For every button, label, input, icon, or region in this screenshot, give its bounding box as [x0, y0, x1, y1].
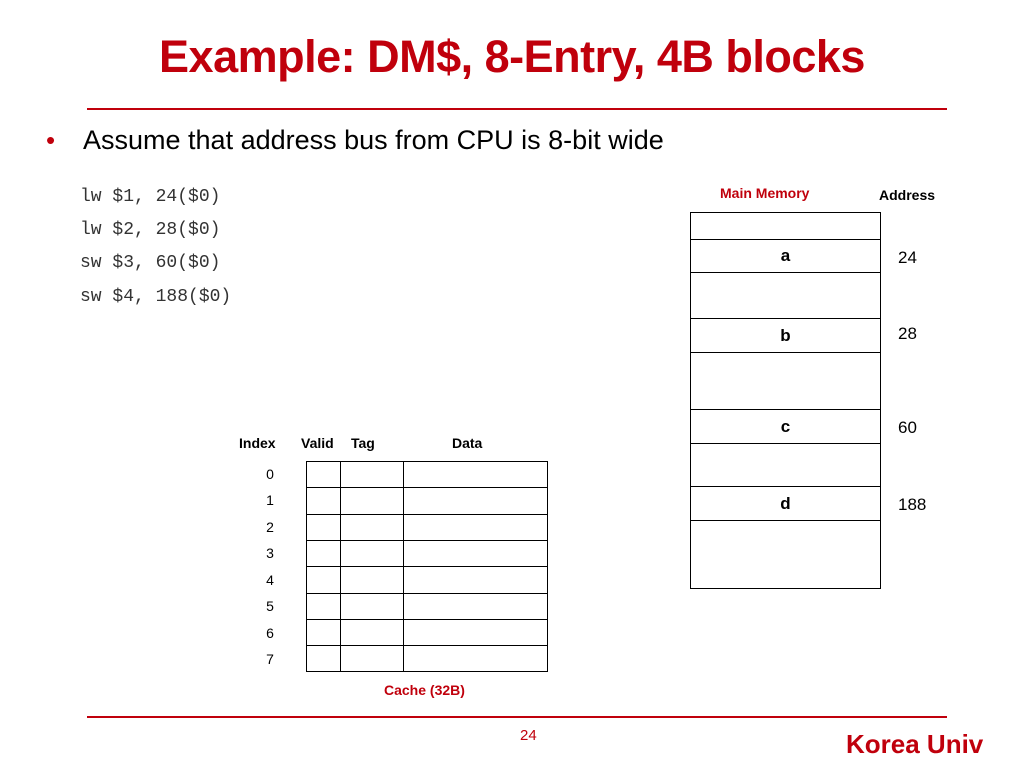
- cache-valid-cell: [306, 619, 341, 646]
- memory-block-b: b: [690, 318, 881, 353]
- cache-valid-cell: [306, 461, 341, 488]
- cache-index-label: 1: [266, 492, 274, 508]
- cache-tag-cell: [340, 619, 404, 646]
- code-line: sw $4, 188($0): [80, 287, 232, 307]
- cache-data-cell: [403, 593, 548, 620]
- cache-valid-cell: [306, 487, 341, 515]
- cache-data-cell: [403, 619, 548, 646]
- cache-tag-cell: [340, 645, 404, 672]
- cache-index-label: 3: [266, 545, 274, 561]
- cache-data-cell: [403, 487, 548, 515]
- bullet-text: Assume that address bus from CPU is 8-bi…: [83, 125, 664, 155]
- cache-tag-cell: [340, 566, 404, 594]
- cache-data-cell: [403, 566, 548, 594]
- cache-caption: Cache (32B): [384, 682, 465, 698]
- memory-block-c: c: [690, 409, 881, 444]
- address-value: 60: [898, 418, 917, 437]
- cache-header-data: Data: [452, 435, 483, 451]
- footer-brand: Korea Univ: [846, 729, 984, 759]
- cache-valid-cell: [306, 645, 341, 672]
- memory-cell: [690, 443, 881, 487]
- memory-cell: [690, 352, 881, 410]
- cache-header-index: Index: [239, 435, 276, 451]
- cache-data-cell: [403, 514, 548, 541]
- main-memory-label: Main Memory: [720, 185, 810, 201]
- cache-valid-cell: [306, 540, 341, 567]
- cache-valid-cell: [306, 593, 341, 620]
- code-line: sw $3, 60($0): [80, 253, 221, 273]
- cache-header-tag: Tag: [351, 435, 375, 451]
- cache-index-label: 4: [266, 572, 274, 588]
- bullet-dot-icon: •: [46, 125, 56, 155]
- cache-data-cell: [403, 461, 548, 488]
- memory-block-a: a: [690, 239, 881, 273]
- memory-block-d: d: [690, 486, 881, 521]
- cache-tag-cell: [340, 514, 404, 541]
- memory-cell: [690, 520, 881, 589]
- cache-tag-cell: [340, 487, 404, 515]
- cache-index-label: 6: [266, 625, 274, 641]
- memory-cell: [690, 212, 881, 240]
- address-value: 28: [898, 324, 917, 343]
- code-line: lw $2, 28($0): [80, 220, 221, 240]
- page-title: Example: DM$, 8-Entry, 4B blocks: [159, 31, 865, 82]
- cache-index-label: 7: [266, 651, 274, 667]
- title-divider: [87, 108, 947, 110]
- cache-tag-cell: [340, 593, 404, 620]
- cache-data-cell: [403, 645, 548, 672]
- cache-index-label: 2: [266, 519, 274, 535]
- code-line: lw $1, 24($0): [80, 187, 221, 207]
- address-value: 188: [898, 495, 927, 514]
- cache-data-cell: [403, 540, 548, 567]
- cache-valid-cell: [306, 514, 341, 541]
- memory-cell: [690, 272, 881, 319]
- page-number: 24: [520, 727, 537, 744]
- cache-tag-cell: [340, 540, 404, 567]
- cache-index-label: 0: [266, 466, 274, 482]
- cache-table: [306, 461, 548, 672]
- address-value: 24: [898, 248, 917, 267]
- address-label: Address: [879, 187, 936, 203]
- cache-index-label: 5: [266, 598, 274, 614]
- cache-valid-cell: [306, 566, 341, 594]
- cache-tag-cell: [340, 461, 404, 488]
- footer-divider: [87, 716, 947, 718]
- cache-header-valid: Valid: [301, 435, 334, 451]
